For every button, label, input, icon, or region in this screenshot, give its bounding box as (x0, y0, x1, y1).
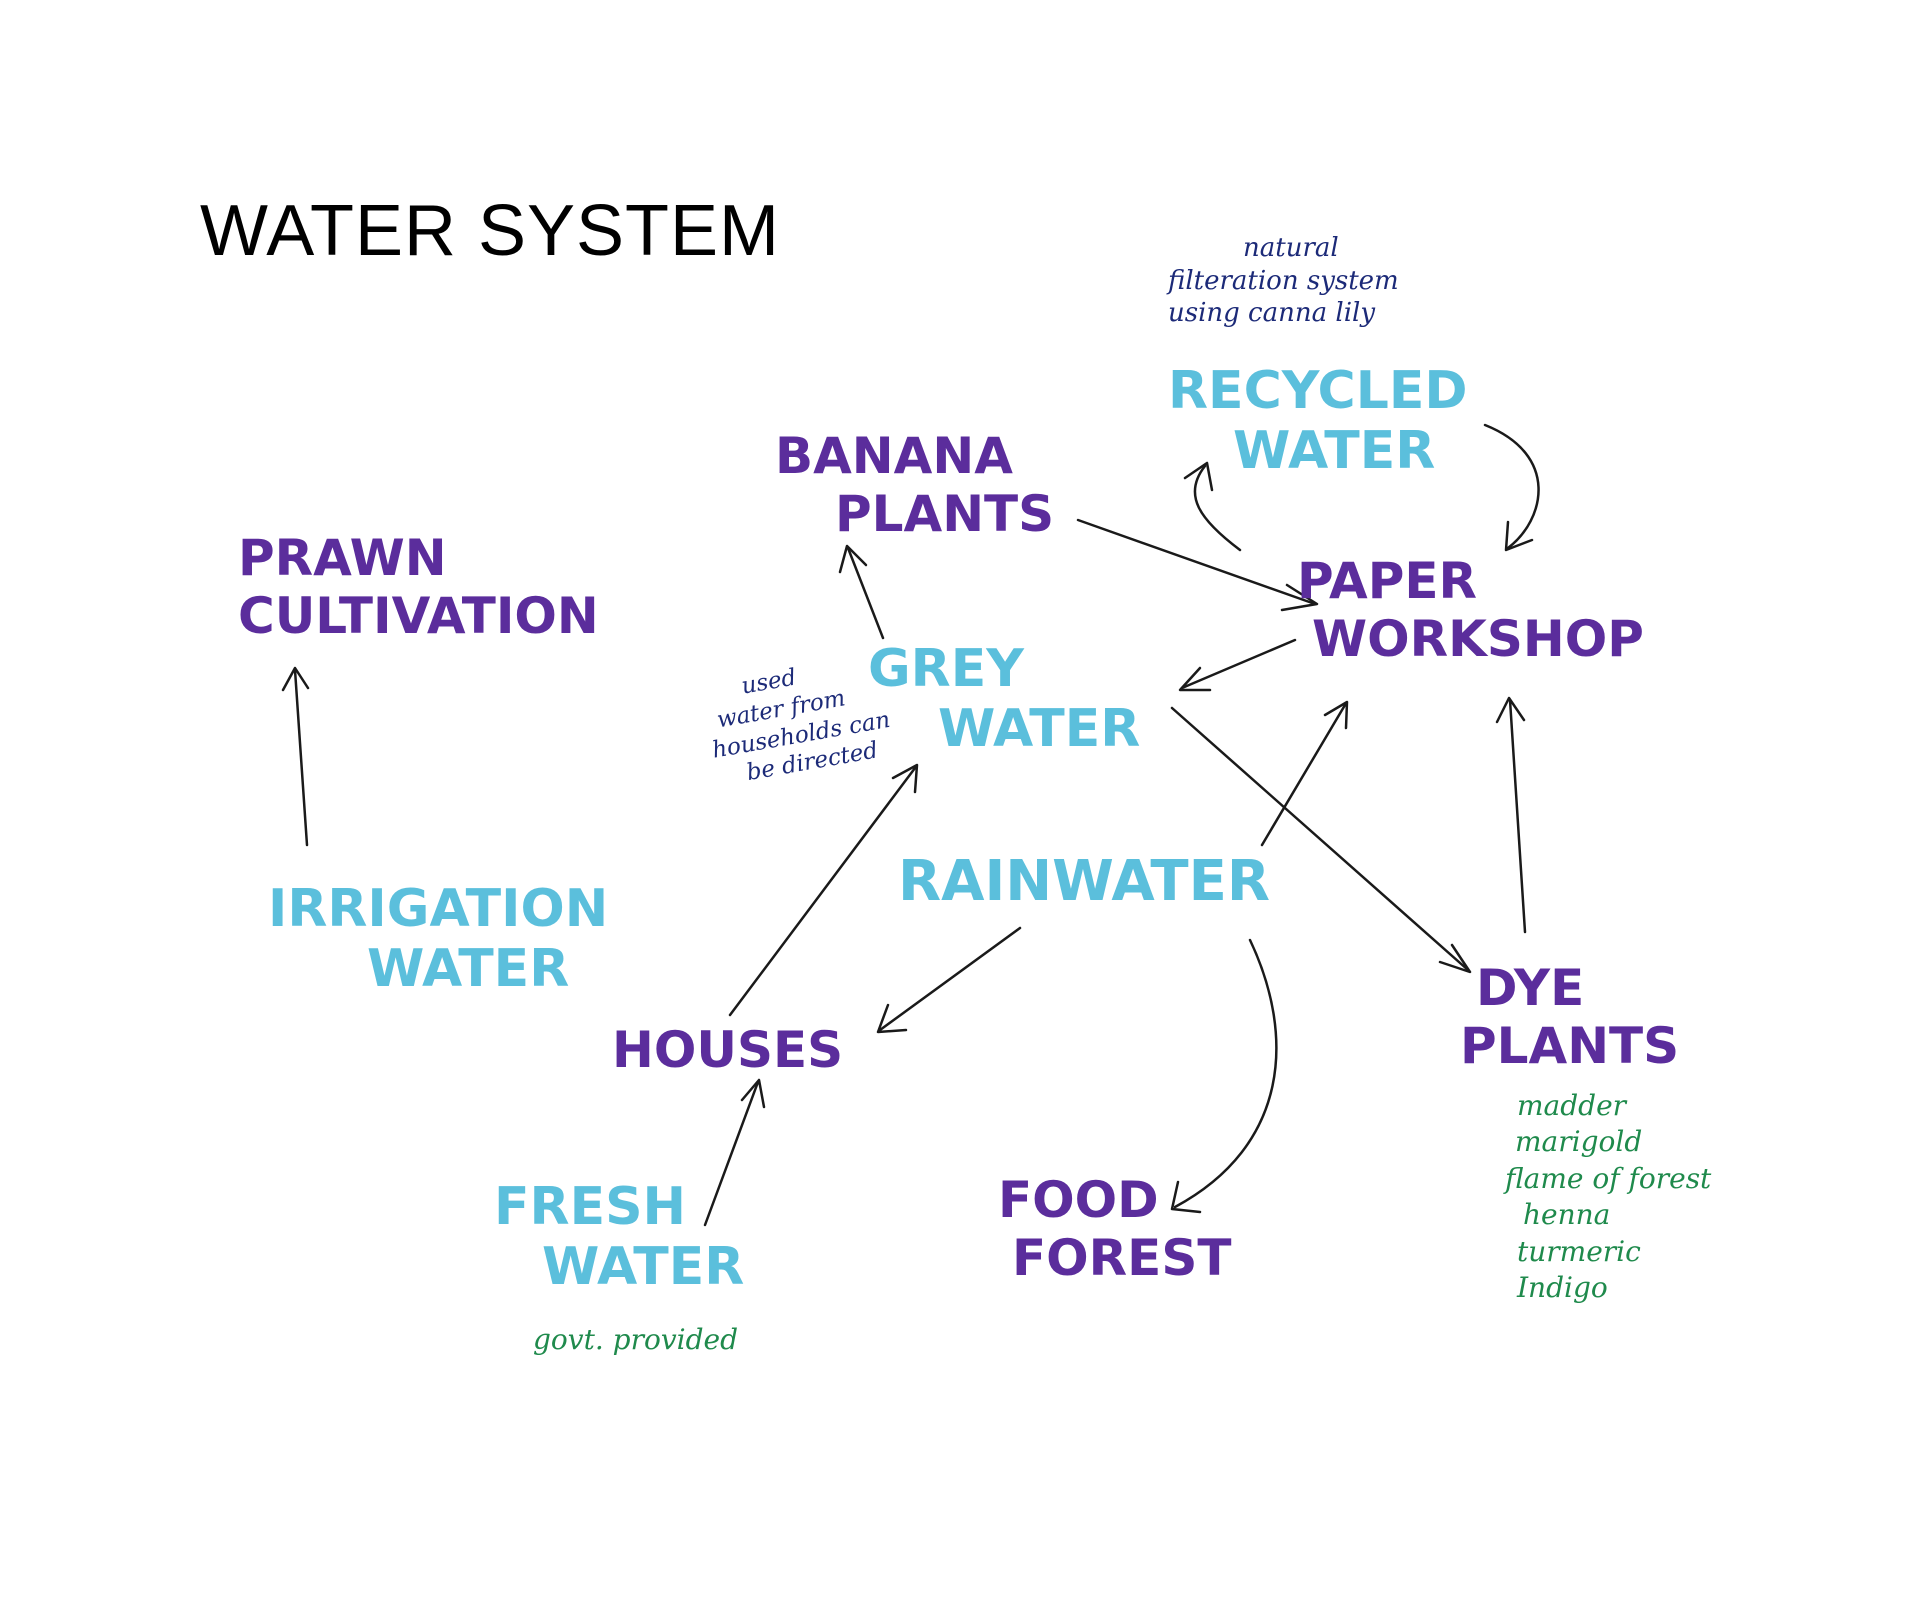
node-label: WATER (542, 1236, 745, 1297)
dye-plant-item: henna (1523, 1198, 1611, 1232)
arrowhead-paper-from-banana (1280, 583, 1319, 612)
note-line: natural (1243, 233, 1339, 263)
filtration-note: natural filteration system using canna l… (1168, 232, 1399, 330)
dye-plant-item: turmeric (1517, 1234, 1641, 1268)
dye-plant-item: marigold (1515, 1125, 1643, 1159)
node-label: FOREST (1012, 1228, 1232, 1287)
node-label: WATER (1233, 420, 1436, 481)
arrowhead-food (1170, 1180, 1202, 1214)
arrowhead-paper-from-recycled (1504, 520, 1534, 552)
arrow-recycled-to-paper (1483, 423, 1540, 550)
fresh-water-note: govt. provided (533, 1323, 739, 1356)
dye-plant-item: flame of forest (1505, 1161, 1712, 1195)
arrow-irrigation-to-prawn (293, 668, 309, 847)
node-food-forest: FOOD FOREST (998, 1171, 1232, 1287)
node-label: PRAWN (238, 529, 447, 587)
arrowhead-paper-from-rain (1323, 700, 1349, 730)
arrow-houses-to-grey (728, 766, 917, 1017)
node-label: WATER (938, 698, 1141, 759)
node-label: FOOD (998, 1171, 1159, 1229)
node-paper-workshop: PAPER WORKSHOP (1297, 552, 1644, 668)
node-label: PLANTS (1460, 1016, 1680, 1075)
node-recycled-water: RECYCLED WATER (1168, 361, 1468, 482)
arrow-rain-to-paper (1260, 703, 1347, 847)
arrowhead-houses-from-rain (876, 1003, 908, 1034)
arrow-rain-to-houses (878, 926, 1022, 1032)
arrowhead-grey-from-paper (1178, 666, 1212, 692)
node-rainwater: RAINWATER (898, 849, 1270, 914)
arrow-banana-to-paper (1076, 518, 1317, 606)
node-label: WATER (366, 938, 570, 999)
page-title: WATER SYSTEM (200, 191, 781, 271)
node-fresh-water: FRESH WATER (494, 1177, 745, 1298)
node-irrigation-water: IRRIGATION WATER (268, 879, 609, 1000)
node-label: BANANA (775, 427, 1013, 485)
arrowhead-houses-from-fresh (740, 1078, 766, 1109)
dye-plant-item: madder (1517, 1089, 1627, 1122)
arrow-paper-to-grey (1180, 638, 1297, 690)
arrowhead-paper-from-dye (1495, 696, 1526, 724)
arrow-fresh-to-houses (703, 1080, 760, 1227)
node-grey-water: GREY WATER (868, 639, 1141, 760)
arrow-grey-to-dye (1170, 706, 1470, 972)
arrow-grey-to-banana (846, 546, 885, 640)
dye-plant-item: Indigo (1517, 1270, 1608, 1304)
node-label: GREY (868, 639, 1024, 699)
note-line: filteration system (1168, 265, 1399, 296)
note-line: using canna lily (1168, 298, 1376, 328)
node-dye-plants: DYE PLANTS (1460, 959, 1680, 1075)
arrowhead-recycled (1183, 461, 1214, 492)
node-houses: HOUSES (612, 1021, 844, 1079)
node-banana-plants: BANANA PLANTS (775, 427, 1055, 543)
arrow-paper-to-recycled (1193, 464, 1242, 552)
node-label: IRRIGATION (268, 879, 609, 939)
arrowhead-dye (1438, 943, 1472, 974)
arrowhead-banana (838, 544, 868, 574)
arrowhead-prawn (281, 666, 310, 692)
node-prawn-cultivation: PRAWN CULTIVATION (238, 529, 599, 645)
dye-plants-list: madder marigold flame of forest henna tu… (1505, 1088, 1711, 1306)
node-label: PLANTS (835, 484, 1055, 543)
arrow-rain-to-food (1173, 938, 1278, 1209)
node-label: DYE (1476, 959, 1585, 1017)
node-label: CULTIVATION (238, 586, 599, 645)
node-label: FRESH (494, 1177, 687, 1237)
node-label: RECYCLED (1168, 361, 1468, 421)
arrowhead-grey-from-houses (891, 763, 919, 794)
node-label: PAPER (1297, 552, 1478, 610)
arrow-dye-to-paper (1508, 698, 1527, 934)
node-label: WORKSHOP (1312, 609, 1644, 668)
